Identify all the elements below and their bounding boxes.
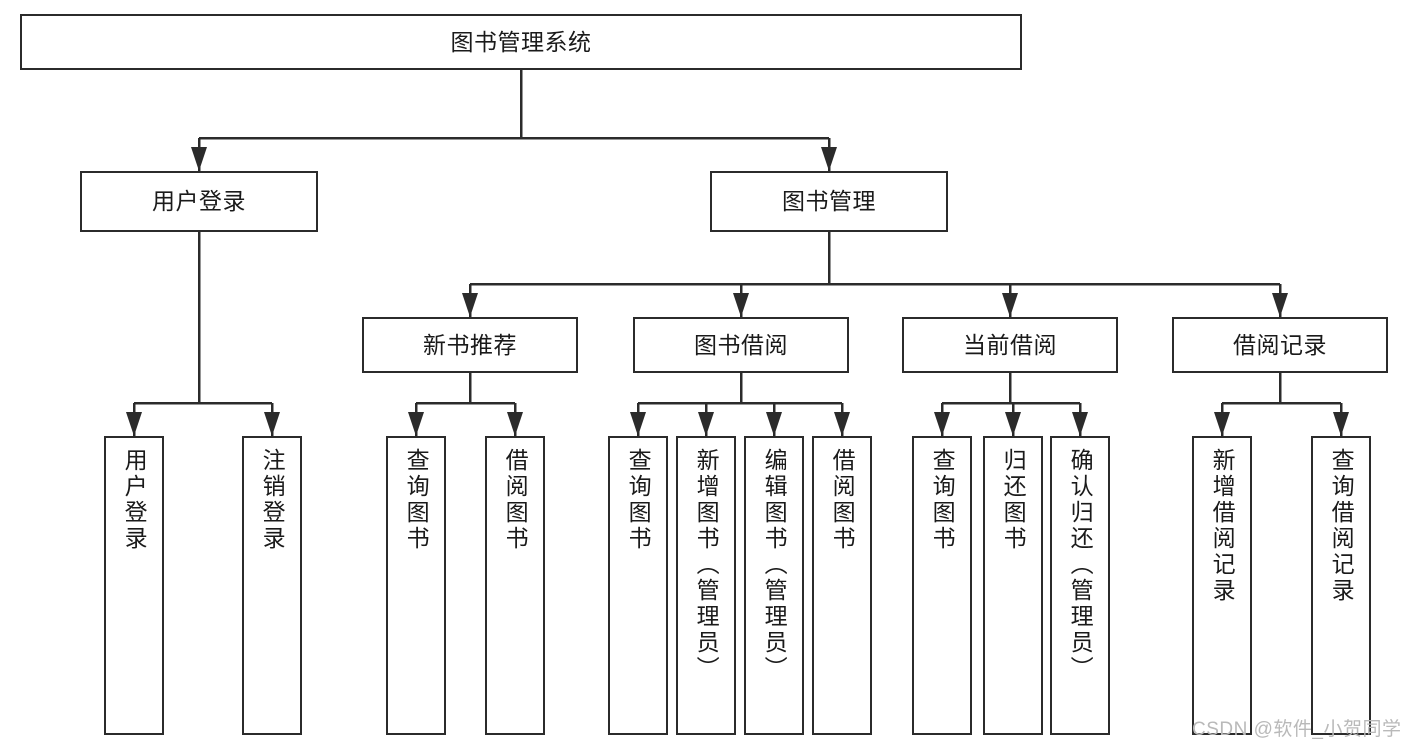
connector-arrowhead [507,412,523,436]
connector-arrowhead [934,412,950,436]
connector-arrowhead [1002,293,1018,317]
connector-arrowhead [1333,412,1349,436]
connector-arrowhead [264,412,280,436]
node-borrow[interactable]: 图书借阅 [633,317,849,373]
node-bookmgmt[interactable]: 图书管理 [710,171,948,232]
connector-arrowhead [1272,293,1288,317]
node-l6[interactable]: 新增图书（管理员） [676,436,736,735]
node-records[interactable]: 借阅记录 [1172,317,1388,373]
node-l2[interactable]: 注销登录 [242,436,302,735]
connector-arrowhead [1072,412,1088,436]
node-l3[interactable]: 查询图书 [386,436,446,735]
node-root[interactable]: 图书管理系统 [20,14,1022,70]
node-label: 图书借阅 [694,331,788,358]
node-label: 图书管理 [782,188,876,214]
node-label: 借阅图书 [502,448,529,552]
node-l13[interactable]: 查询借阅记录 [1311,436,1371,735]
node-current[interactable]: 当前借阅 [902,317,1118,373]
connector-arrowhead [733,293,749,317]
node-label: 查询图书 [929,448,956,552]
watermark-text: CSDN @软件_小贺同学 [1192,719,1402,740]
node-label: 查询图书 [625,448,652,552]
node-label: 用户登录 [121,448,148,552]
node-l1[interactable]: 用户登录 [104,436,164,735]
node-l9[interactable]: 查询图书 [912,436,972,735]
node-label: 查询图书 [403,448,430,552]
node-label: 归还图书 [1000,448,1027,552]
connector-arrowhead [1214,412,1230,436]
node-login[interactable]: 用户登录 [80,171,318,232]
node-label: 新增图书（管理员） [693,448,720,682]
node-label: 当前借阅 [963,331,1057,358]
connector-arrowhead [766,412,782,436]
node-l10[interactable]: 归还图书 [983,436,1043,735]
connector-arrowhead [698,412,714,436]
node-l8[interactable]: 借阅图书 [812,436,872,735]
connector-arrowhead [126,412,142,436]
node-l5[interactable]: 查询图书 [608,436,668,735]
connector-arrowhead [1005,412,1021,436]
node-l12[interactable]: 新增借阅记录 [1192,436,1252,735]
node-label: 新增借阅记录 [1209,448,1236,604]
node-label: 借阅记录 [1233,331,1327,358]
node-label: 确认归还（管理员） [1067,448,1094,682]
node-l4[interactable]: 借阅图书 [485,436,545,735]
node-l7[interactable]: 编辑图书（管理员） [744,436,804,735]
node-label: 编辑图书（管理员） [761,448,788,682]
node-label: 图书管理系统 [450,28,592,55]
node-label: 借阅图书 [829,448,856,552]
connector-arrowhead [821,147,837,171]
node-newbook[interactable]: 新书推荐 [362,317,578,373]
node-label: 用户登录 [152,188,246,214]
connector-arrowhead [834,412,850,436]
node-label: 注销登录 [259,448,286,552]
connector-arrowhead [630,412,646,436]
node-l11[interactable]: 确认归还（管理员） [1050,436,1110,735]
node-label: 新书推荐 [423,331,517,358]
node-label: 查询借阅记录 [1328,448,1355,604]
connector-arrowhead [408,412,424,436]
connector-arrowhead [462,293,478,317]
connector-arrowhead [191,147,207,171]
